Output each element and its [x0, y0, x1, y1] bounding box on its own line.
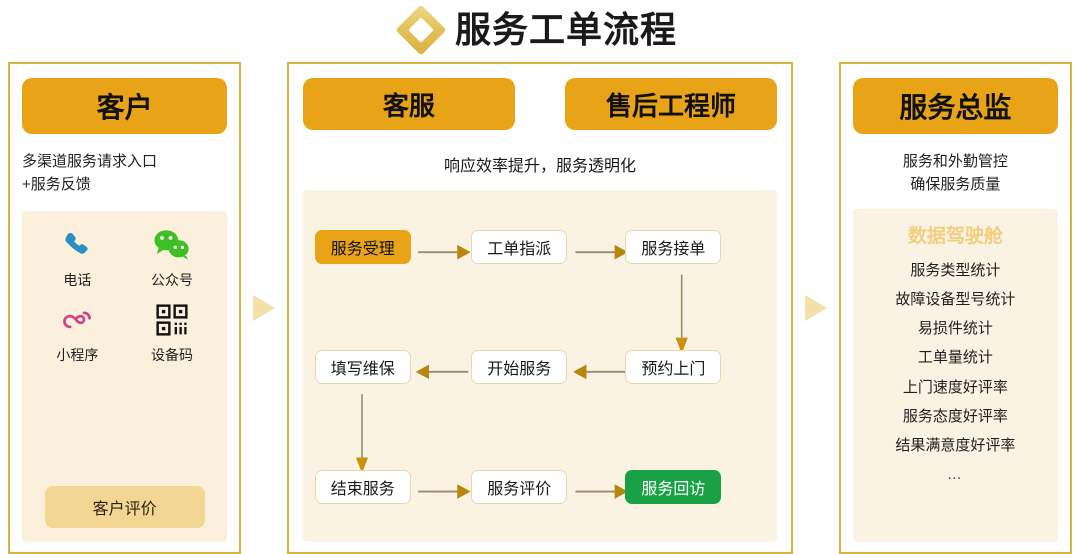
- director-panel: 服务总监 服务和外勤管控确保服务质量 数据驾驶舱 服务类型统计 故障设备型号统计…: [838, 62, 1072, 554]
- workflow-flowchart: 服务受理 工单指派 服务接单 填写维保 开始服务 预约上门 结束服务 服务评价 …: [302, 190, 778, 542]
- service-panel: 客服 售后工程师 响应效率提升，服务透明化: [286, 62, 794, 554]
- service-panel-header-row: 客服 售后工程师: [302, 78, 778, 130]
- stage-arrow-1-container: [241, 62, 287, 554]
- flow-node-ticket-assign[interactable]: 工单指派: [471, 230, 568, 265]
- miniprogram-icon: [60, 300, 94, 340]
- diamond-icon: [395, 4, 447, 56]
- service-panel-subtitle: 响应效率提升，服务透明化: [443, 158, 636, 175]
- flow-node-start-service[interactable]: 开始服务: [471, 350, 568, 385]
- flow-node-end-service[interactable]: 结束服务: [314, 469, 411, 504]
- flow-node-service-evaluation[interactable]: 服务评价: [471, 469, 568, 504]
- kpi-item: 工单量统计: [917, 349, 993, 367]
- service-panel-header-engineer: 售后工程师: [565, 78, 778, 130]
- channel-item-miniprogram[interactable]: 小程序: [30, 300, 125, 365]
- flowchart-connectors: [355, 244, 688, 499]
- kpi-item-more: …: [946, 466, 964, 484]
- channel-item-phone[interactable]: 电话: [30, 225, 125, 290]
- customer-panel: 客户 多渠道服务请求入口+服务反馈 电话: [8, 62, 242, 554]
- customer-panel-header: 客户: [22, 78, 228, 134]
- kpi-item: 易损件统计: [917, 320, 993, 337]
- flow-node-fill-maintenance[interactable]: 填写维保: [314, 350, 411, 385]
- kpi-item: 服务类型统计: [910, 261, 1001, 279]
- stage-arrow-2-icon: [804, 295, 827, 321]
- wechat-icon: [153, 225, 191, 265]
- customer-channel-grid: 电话: [22, 225, 227, 365]
- flow-node-schedule-visit[interactable]: 预约上门: [625, 350, 722, 385]
- stage-arrow-1-icon: [253, 295, 276, 321]
- customer-channel-card: 电话: [22, 210, 228, 542]
- flow-node-service-intake[interactable]: 服务受理: [314, 230, 411, 265]
- flow-node-service-accept[interactable]: 服务接单: [625, 230, 722, 265]
- customer-panel-description: 多渠道服务请求入口+服务反馈: [22, 153, 158, 194]
- channel-label: 公众号: [150, 271, 193, 288]
- channel-label: 小程序: [56, 346, 99, 363]
- stage-arrow-2-container: [793, 62, 839, 554]
- page-title-bar: 服务工单流程: [0, 0, 1080, 60]
- panels-row: 客户 多渠道服务请求入口+服务反馈 电话: [0, 62, 1080, 554]
- channel-item-device-code[interactable]: 设备码: [125, 300, 220, 365]
- kpi-item: 上门速度好评率: [902, 378, 1008, 396]
- kpi-item: 服务态度好评率: [902, 407, 1008, 425]
- data-cockpit-title: 数据驾驶舱: [907, 225, 1003, 247]
- kpi-item: 故障设备型号统计: [895, 290, 1016, 308]
- phone-icon: [60, 225, 94, 265]
- customer-evaluation-button[interactable]: 客户评价: [44, 486, 205, 528]
- channel-label: 电话: [63, 271, 92, 288]
- page-title: 服务工单流程: [454, 9, 677, 50]
- service-panel-header-cs: 客服: [302, 78, 515, 130]
- director-panel-description: 服务和外勤管控确保服务质量: [902, 153, 1008, 194]
- kpi-item: 结果满意度好评率: [895, 437, 1016, 454]
- director-panel-header: 服务总监: [852, 78, 1058, 134]
- flow-node-service-followup[interactable]: 服务回访: [625, 469, 722, 504]
- channel-label: 设备码: [150, 346, 193, 363]
- channel-item-official-account[interactable]: 公众号: [125, 225, 220, 290]
- data-cockpit-card: 数据驾驶舱 服务类型统计 故障设备型号统计 易损件统计 工单量统计 上门速度好评…: [852, 208, 1058, 542]
- qrcode-icon: [155, 300, 189, 340]
